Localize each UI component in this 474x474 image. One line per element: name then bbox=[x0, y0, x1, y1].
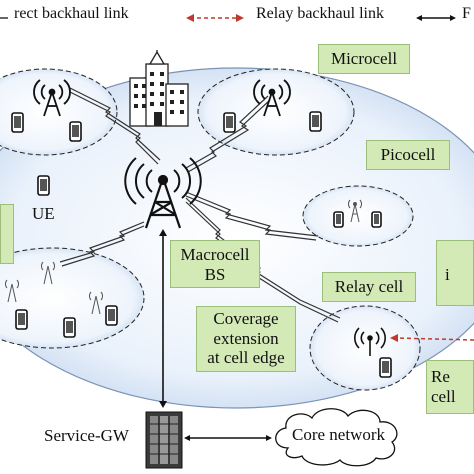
legend-fiber-label: F bbox=[462, 5, 471, 22]
relay-node-icon bbox=[354, 327, 386, 356]
picocell-callout: Picocell bbox=[366, 140, 450, 170]
macrocell-bs-callout: Macrocell BS bbox=[170, 240, 260, 288]
relay-cell-coverage bbox=[309, 305, 421, 391]
microcell-left-tower-icon bbox=[33, 79, 71, 117]
phone-icon bbox=[371, 211, 382, 228]
picocell-tower-icon bbox=[348, 199, 362, 223]
macrocell-callout-line1: Macrocell bbox=[180, 245, 250, 264]
service-gw-label: Service-GW bbox=[44, 426, 129, 445]
phone-icon bbox=[105, 305, 118, 326]
legend-fiber-line bbox=[416, 15, 456, 21]
phone-icon bbox=[309, 111, 322, 132]
phone-icon bbox=[11, 112, 24, 133]
coverage-line2: extension bbox=[213, 328, 279, 348]
microcell-right-coverage bbox=[197, 68, 355, 156]
user-equipment-phones bbox=[11, 111, 392, 378]
macrocell-callout-line2: BS bbox=[204, 264, 226, 284]
legend-direct-label: rect backhaul link bbox=[14, 5, 129, 22]
fiber-links bbox=[159, 229, 272, 441]
right-partial-text-2b: cell bbox=[431, 386, 456, 406]
coverage-extension-callout: Coverage extension at cell edge bbox=[196, 306, 296, 372]
phone-icon bbox=[15, 309, 28, 330]
left-edge-callout bbox=[0, 204, 14, 264]
coverage-line1: Coverage bbox=[213, 309, 279, 328]
left-cell-towers-icon bbox=[5, 261, 103, 315]
legend-relay-label: Relay backhaul link bbox=[256, 5, 384, 22]
phone-icon bbox=[63, 317, 76, 338]
service-gateway-icon bbox=[145, 411, 183, 469]
right-partial-callout-1: i bbox=[436, 240, 474, 306]
right-partial-text-2a: Re bbox=[431, 367, 450, 386]
phone-icon bbox=[333, 211, 344, 228]
phone-icon bbox=[69, 121, 82, 142]
office-building-icon bbox=[129, 50, 189, 127]
ue-label: UE bbox=[32, 204, 55, 223]
relay-backhaul-arrow bbox=[390, 334, 474, 342]
relay-cell-callout: Relay cell bbox=[322, 272, 416, 302]
phone-icon bbox=[379, 357, 392, 378]
microcell-callout: Microcell bbox=[318, 44, 410, 74]
coverage-line3: at cell edge bbox=[207, 348, 285, 368]
right-partial-callout-2: Re cell bbox=[426, 360, 474, 414]
phone-icon bbox=[37, 175, 50, 196]
microcell-right-tower-icon bbox=[253, 79, 291, 117]
macrocell-tower-icon bbox=[124, 157, 202, 229]
right-partial-text-1: i bbox=[445, 265, 450, 284]
wireless-backhaul-links bbox=[59, 87, 341, 323]
legend-relay-line bbox=[186, 14, 244, 22]
phone-icon bbox=[223, 112, 236, 133]
core-network-cloud bbox=[275, 408, 398, 467]
core-network-label: Core network bbox=[292, 425, 386, 444]
